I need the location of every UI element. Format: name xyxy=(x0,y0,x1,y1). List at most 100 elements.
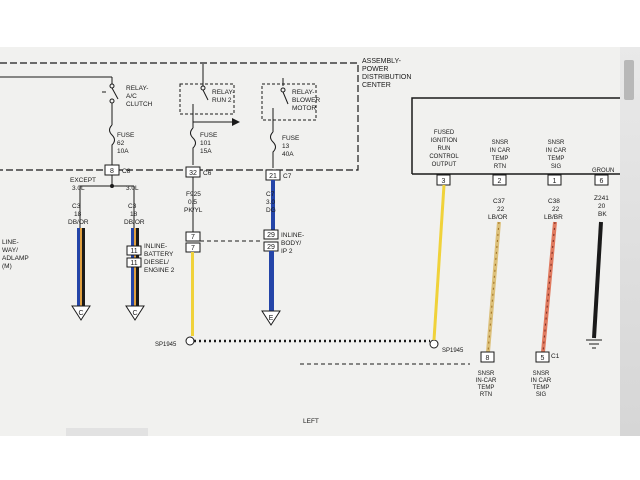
arrow-c-left-label: C xyxy=(78,310,83,317)
hvac-col1-5: OUTPUT xyxy=(432,162,457,168)
left-edge-labels: LINE- WAY/ ADLAMP (M) xyxy=(2,239,29,270)
fuse-13-label-3: 40A xyxy=(282,151,294,158)
except-label-1: EXCEPT xyxy=(70,177,96,184)
hvac-col3-4: SIG xyxy=(551,164,562,170)
pin-29-top: 29 xyxy=(267,232,275,239)
bottom-rtn-4: RTN xyxy=(480,392,492,398)
wire-c37: C37 22 LB/OR xyxy=(486,198,508,353)
splice-right-label: SP1945 xyxy=(442,348,464,354)
hvac-col2-3: TEMP xyxy=(492,156,509,162)
wire-c7: C7 3.0 DG 29 29 INLINE- BODY/ IP 2 E xyxy=(261,180,304,326)
fuse-13-label-2: 13 xyxy=(282,143,290,150)
relay-ac-label-1: RELAY- xyxy=(126,85,148,92)
relay-blower-label-1: RELAY- xyxy=(292,89,314,96)
wire-z241-label-2: 20 xyxy=(598,203,606,210)
connector-c6: C6 xyxy=(203,170,212,177)
wire-c7-label-3: DG xyxy=(266,207,276,214)
fuse-13: FUSE 13 40A xyxy=(270,131,300,168)
splice-left-label: SP1945 xyxy=(155,342,177,348)
fuse-62-label-1: FUSE xyxy=(117,132,135,139)
hvac-col1-3: RUN xyxy=(438,146,451,152)
inline-battery-connector: 11 11 INLINE- BATTERY DIESEL/ ENGINE 2 xyxy=(126,243,175,274)
left-edge-4: (M) xyxy=(2,263,12,270)
pin-11-bottom: 11 xyxy=(130,260,137,267)
fuse-101-label-3: 15A xyxy=(200,148,212,155)
arrow-c-right-label: C xyxy=(132,310,137,317)
wire-c38-label-1: C38 xyxy=(548,198,560,205)
power-distribution-center: ASSEMBLY- POWER DISTRIBUTION CENTER xyxy=(0,58,411,171)
hvac-col3-3: TEMP xyxy=(548,156,565,162)
relay-blower-label-3: MOTOR xyxy=(292,105,316,112)
fuse-101-label-2: 101 xyxy=(200,140,211,147)
hvac-col2-4: RTN xyxy=(494,164,506,170)
scrollbar-thumb[interactable] xyxy=(624,60,634,100)
inline-left-label-4: ENGINE 2 xyxy=(144,267,175,274)
wire-c38-label-3: LB/BR xyxy=(544,214,563,221)
fuse-101-label-1: FUSE xyxy=(200,132,218,139)
wire-f925: F925 0.5 PK/YL 7 7 SP1945 xyxy=(155,177,262,348)
pdc-title-4: CENTER xyxy=(362,82,391,89)
except-label-2: 3.0L xyxy=(72,185,85,192)
wire-c7-label-1: C7 xyxy=(266,191,275,198)
wire-fused-ignition xyxy=(432,184,446,341)
splice-bus: SP1945 xyxy=(194,339,470,365)
pdc-title-3: DISTRIBUTION xyxy=(362,74,411,81)
pin-32: 32 xyxy=(189,170,197,177)
pin-11-top: 11 xyxy=(130,248,137,255)
wire-c37-label-1: C37 xyxy=(493,198,505,205)
wire-dbor-left xyxy=(77,228,85,306)
left-edge-1: LINE- xyxy=(2,239,19,246)
inline-right-label-1: INLINE- xyxy=(281,232,304,239)
hvac-col2-2: IN CAR xyxy=(490,148,511,154)
left-edge-3: ADLAMP xyxy=(2,255,29,262)
inline-left-label-3: DIESEL/ xyxy=(144,259,169,266)
hvac-col1-2: IGNITION xyxy=(431,138,458,144)
bottom-pin-8: 8 xyxy=(486,355,490,362)
bottom-rtn-1: SNSR xyxy=(478,371,495,377)
inline-right-label-2: BODY/ xyxy=(281,240,301,247)
arrow-c-right: C xyxy=(125,305,145,321)
bottom-sig-1: SNSR xyxy=(533,371,550,377)
wire-c37-label-3: LB/OR xyxy=(488,214,508,221)
pin-8: 8 xyxy=(110,168,114,175)
bottom-connector: 8 5 C1 SNSR IN-CAR TEMP RTN SNSR IN CAR … xyxy=(476,351,560,398)
hvac-col2-1: SNSR xyxy=(492,140,509,146)
relay-run2-label-1: RELAY- xyxy=(212,89,234,96)
branch-c3: EXCEPT 3.0L 3.0L C3 18 DB/OR C3 18 DB/OR xyxy=(68,175,145,228)
inline-left-label-2: BATTERY xyxy=(144,251,174,258)
wire-c3b-label-3: DB/OR xyxy=(124,219,145,226)
fuse-101: FUSE 101 15A xyxy=(190,127,218,165)
wire-c3a-label-1: C3 xyxy=(72,203,81,210)
hvac-pin-3: 3 xyxy=(442,178,446,185)
hvac-pin-1: 1 xyxy=(553,178,557,185)
wire-c3b-label-2: 18 xyxy=(130,211,138,218)
bottom-sig-3: TEMP xyxy=(533,385,550,391)
relay-ac-clutch: RELAY- A/C CLUTCH xyxy=(0,76,153,125)
relay-ac-label-3: CLUTCH xyxy=(126,101,153,108)
relay-blower-motor: RELAY- BLOWER MOTOR xyxy=(261,78,320,132)
bottom-margin xyxy=(0,436,640,480)
wire-z241: Z241 20 BK xyxy=(586,195,609,349)
hvac-pins: 3 2 1 6 xyxy=(436,174,609,186)
monitor-screen xyxy=(0,47,620,436)
wire-c38: C38 22 LB/BR xyxy=(541,198,563,353)
wire-f925-label-1: F925 xyxy=(186,191,201,198)
wire-z241-label-3: BK xyxy=(598,211,607,218)
fuse-62-label-2: 62 xyxy=(117,140,125,147)
pdc-pins: 8 C8 32 C6 21 C7 xyxy=(104,164,292,181)
pin-21: 21 xyxy=(269,173,277,180)
connector-c8: C8 xyxy=(122,168,131,175)
pdc-title-1: ASSEMBLY- xyxy=(362,58,402,65)
hvac-col1-4: CONTROL xyxy=(429,154,459,160)
hvac-col1-1: FUSED xyxy=(434,130,455,136)
pin-7-top: 7 xyxy=(191,234,195,241)
relay-run-2: RELAY- RUN 2 xyxy=(179,64,240,128)
bottom-scroll-bar[interactable] xyxy=(66,428,148,436)
left-edge-2: WAY/ xyxy=(2,247,18,254)
bottom-sig-2: IN CAR xyxy=(531,378,552,384)
wire-c37-label-2: 22 xyxy=(497,206,505,213)
pin-7-bottom: 7 xyxy=(191,245,195,252)
bottom-left-label: LEFT xyxy=(303,418,319,425)
